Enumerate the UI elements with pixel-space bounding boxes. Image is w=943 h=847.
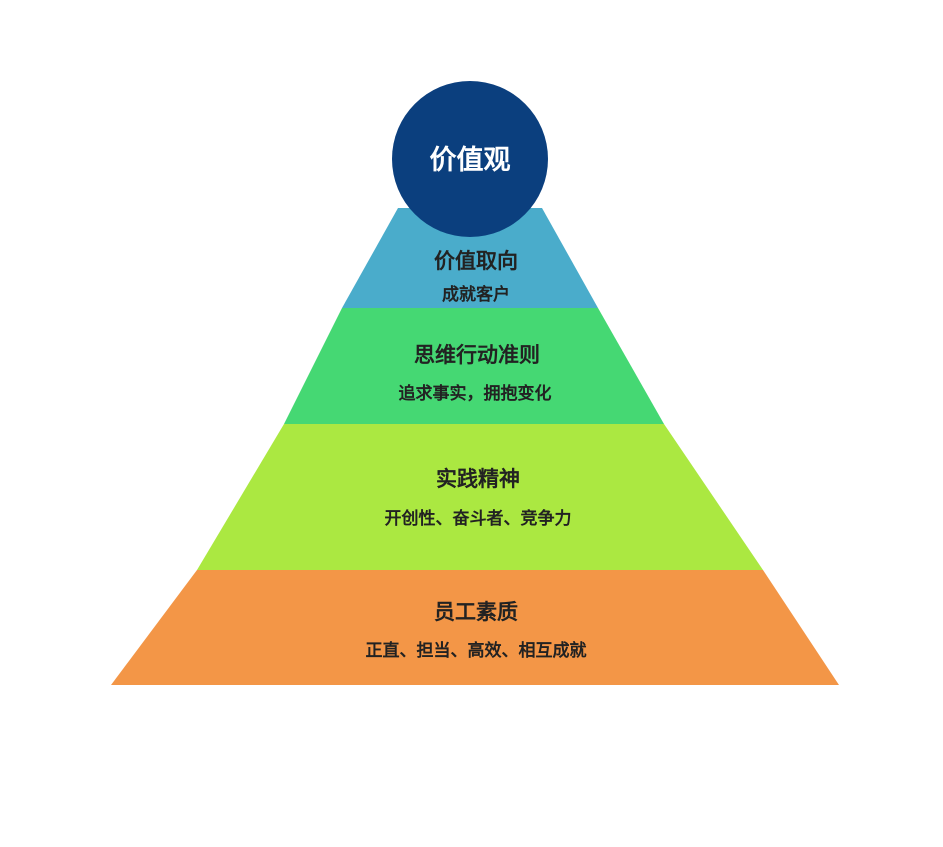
tier-practice-spirit xyxy=(197,424,763,570)
tier-subtitle-employee-quality: 正直、担当、高效、相互成就 xyxy=(366,640,587,661)
apex-label: 价值观 xyxy=(430,145,511,176)
tier-employee-quality xyxy=(111,570,839,685)
tier-title-value-orientation: 价值取向 xyxy=(434,249,518,273)
apex-circle xyxy=(392,81,548,237)
tier-title-thinking-principles: 思维行动准则 xyxy=(414,343,540,367)
tier-title-practice-spirit: 实践精神 xyxy=(436,467,520,491)
tier-value-orientation xyxy=(342,208,598,308)
tier-title-employee-quality: 员工素质 xyxy=(434,600,518,624)
tier-thinking-principles xyxy=(284,308,664,424)
tier-subtitle-practice-spirit: 开创性、奋斗者、竞争力 xyxy=(385,508,572,529)
tier-subtitle-thinking-principles: 追求事实，拥抱变化 xyxy=(399,383,552,404)
tier-subtitle-value-orientation: 成就客户 xyxy=(442,284,510,305)
